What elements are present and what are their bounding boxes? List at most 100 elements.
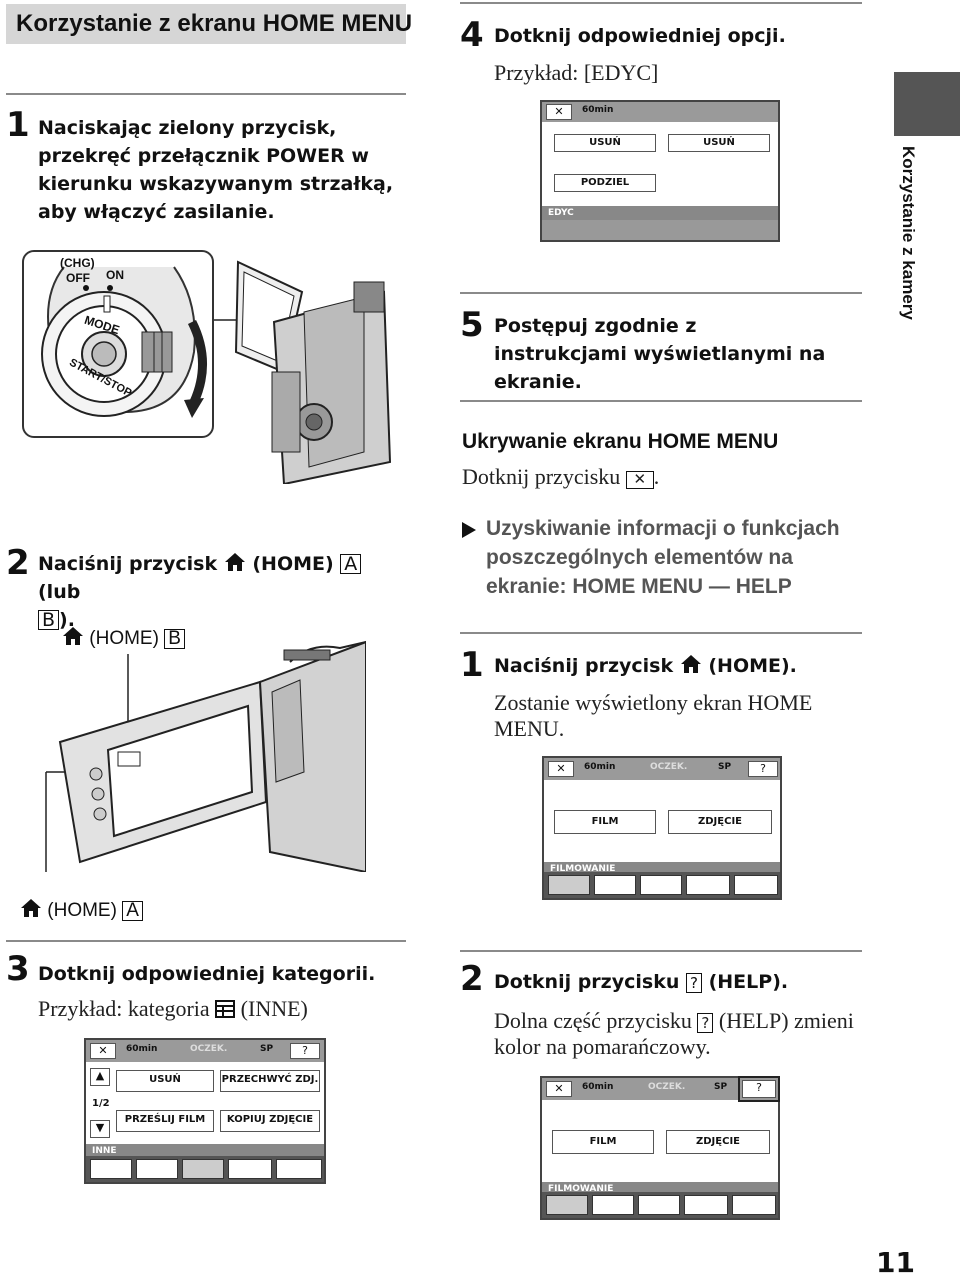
category-disc-icon[interactable] xyxy=(686,875,730,895)
category-play-icon[interactable] xyxy=(136,1159,178,1179)
home-icon xyxy=(21,899,41,917)
key-label-b: B xyxy=(164,629,185,649)
subsection-title: Ukrywanie ekranu HOME MENU xyxy=(462,430,779,453)
help-button[interactable]: ? xyxy=(290,1043,320,1059)
step-text: Dotknij przycisku ? (HELP). xyxy=(494,968,788,996)
option-button[interactable]: PRZEŚLIJ FILM xyxy=(116,1110,214,1132)
side-tab-label: Korzystanie z kamery xyxy=(899,146,918,320)
category-disc-icon[interactable] xyxy=(228,1159,272,1179)
home-icon xyxy=(63,627,83,645)
step-text: Naciśnij przycisk (HOME). xyxy=(494,652,797,680)
step-text-part: (HELP). xyxy=(708,971,789,993)
option-button[interactable]: USUŃ xyxy=(668,134,770,152)
photo-button[interactable]: ZDJĘCIE xyxy=(666,1130,770,1154)
category-label-bar: INNE xyxy=(86,1144,324,1158)
lcd-top-bar xyxy=(544,758,780,780)
option-button[interactable]: KOPIUJ ZDJĘCIE xyxy=(220,1110,320,1132)
close-icon[interactable]: ✕ xyxy=(90,1043,116,1059)
camcorder-illustration-open xyxy=(40,632,367,874)
step-text-part: Dotknij przycisku xyxy=(494,971,680,993)
help-button[interactable]: ? xyxy=(738,1076,780,1102)
battery-indicator: 60min xyxy=(582,105,614,115)
option-button[interactable]: USUŃ xyxy=(554,134,656,152)
home-icon xyxy=(224,553,245,571)
close-icon[interactable]: ✕ xyxy=(546,1081,572,1097)
category-camera-icon[interactable] xyxy=(90,1159,132,1179)
step-number: 2 xyxy=(460,959,484,999)
option-button[interactable]: PRZECHWYĆ ZDJ. xyxy=(220,1070,320,1092)
scroll-up-button[interactable]: ▲ xyxy=(90,1068,110,1086)
step-number: 2 xyxy=(6,543,30,583)
option-button[interactable]: PODZIEL xyxy=(554,174,656,192)
step-text: Dotknij odpowiedniej opcji. xyxy=(494,25,786,47)
option-button[interactable]: USUŃ xyxy=(116,1070,214,1092)
lcd-top-bar xyxy=(542,102,778,122)
page-indicator: 1/2 xyxy=(92,1098,110,1109)
photo-button[interactable]: ZDJĘCIE xyxy=(668,810,772,834)
divider xyxy=(460,2,862,4)
dial-label-on: ON xyxy=(106,268,124,282)
category-bar xyxy=(544,872,780,898)
category-bar xyxy=(86,1156,324,1182)
scroll-down-button[interactable]: ▼ xyxy=(90,1120,110,1138)
category-toolbox-icon[interactable] xyxy=(732,1195,776,1215)
power-dial-illustration xyxy=(22,250,214,438)
other-category-icon xyxy=(215,1000,236,1018)
step-text-part: Naciśnij przycisk xyxy=(38,553,218,575)
step-number: 1 xyxy=(460,645,484,685)
step-text: Naciskając zielony przycisk, przekręć pr… xyxy=(38,117,394,223)
film-button[interactable]: FILM xyxy=(552,1130,654,1154)
close-icon[interactable]: ✕ xyxy=(548,761,574,777)
category-toolbox-icon[interactable] xyxy=(276,1159,322,1179)
divider xyxy=(460,632,862,634)
info-title: Uzyskiwanie informacji o funkcjach poszc… xyxy=(486,517,840,598)
dial-label-chg: (CHG) xyxy=(60,256,95,270)
divider xyxy=(460,292,862,294)
camcorder-illustration-top xyxy=(214,252,392,486)
category-camera-icon[interactable] xyxy=(548,875,590,895)
standby-indicator: OCZEK. xyxy=(648,1082,686,1092)
category-play-icon[interactable] xyxy=(592,1195,634,1215)
section-title: Korzystanie z ekranu HOME MENU xyxy=(16,10,413,37)
category-other-icon[interactable] xyxy=(638,1195,680,1215)
section-header-bar xyxy=(6,4,406,44)
step-text: Naciśnij przycisk (HOME) A (lub B). xyxy=(38,550,408,634)
help-button[interactable]: ? xyxy=(748,761,778,777)
film-button[interactable]: FILM xyxy=(554,810,656,834)
key-label-a: A xyxy=(122,901,143,921)
subsection-text-part: Dotknij przycisku xyxy=(462,464,621,489)
lcd-top-bar xyxy=(86,1040,324,1062)
category-other-icon[interactable] xyxy=(640,875,682,895)
close-icon[interactable]: ✕ xyxy=(546,104,572,120)
category-other-icon[interactable] xyxy=(182,1159,224,1179)
category-camera-icon[interactable] xyxy=(546,1195,588,1215)
subsection-text-end: . xyxy=(653,464,660,489)
key-label-a: A xyxy=(340,554,362,574)
quality-indicator: SP xyxy=(260,1044,274,1054)
arrow-bullet-icon xyxy=(462,522,476,538)
subsection-text: Dotknij przycisku ✕. xyxy=(462,464,659,490)
quality-indicator: SP xyxy=(714,1082,728,1092)
divider xyxy=(6,93,406,95)
lcd-top-bar xyxy=(542,1078,778,1100)
step-number: 4 xyxy=(460,15,484,55)
key-label-b: B xyxy=(38,610,60,630)
category-disc-icon[interactable] xyxy=(684,1195,728,1215)
lcd-screen-edit: ✕ 60min USUŃ USUŃ PODZIEL EDYC xyxy=(540,100,780,242)
dial-label-off: OFF xyxy=(66,271,90,285)
example-text: Przykład: [EDYC] xyxy=(494,60,659,85)
divider xyxy=(6,940,406,942)
divider xyxy=(460,950,862,952)
category-toolbox-icon[interactable] xyxy=(734,875,778,895)
category-play-icon[interactable] xyxy=(594,875,636,895)
close-icon: ✕ xyxy=(625,471,654,489)
home-icon xyxy=(680,655,701,673)
lcd-bottom xyxy=(542,220,778,240)
callout-home-a: (HOME) A xyxy=(20,898,143,922)
standby-indicator: OCZEK. xyxy=(190,1044,228,1054)
quality-indicator: SP xyxy=(718,762,732,772)
step-text-part: (HOME). xyxy=(708,655,797,677)
callout-label: (HOME) xyxy=(47,900,117,921)
lcd-screen-home: ✕ 60min OCZEK. SP ? FILM ZDJĘCIE FILMOWA… xyxy=(542,756,782,900)
step-text: Dotknij odpowiedniej kategorii. xyxy=(38,963,376,985)
